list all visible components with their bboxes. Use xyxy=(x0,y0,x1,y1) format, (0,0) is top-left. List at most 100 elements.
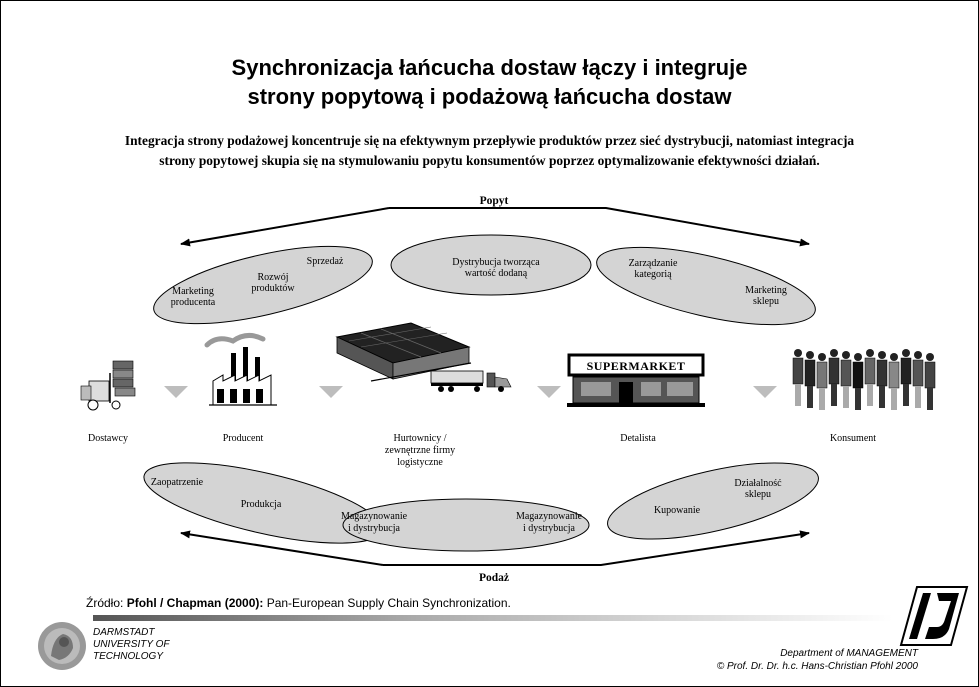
ellipse-marketing-producenta xyxy=(153,245,373,325)
person-body xyxy=(816,361,828,389)
label-dzialalnosc: Działalność xyxy=(734,478,782,489)
person-legs xyxy=(891,388,897,410)
person-head xyxy=(866,349,874,357)
demand-arrow xyxy=(389,207,810,247)
person-body xyxy=(852,361,864,389)
university-line-1: DARMSTADT xyxy=(93,627,155,638)
source-note: Źródło: Pfohl / Chapman (2000): Pan-Euro… xyxy=(86,596,511,610)
person-legs xyxy=(879,386,885,408)
person-head xyxy=(794,349,802,357)
person-legs xyxy=(903,384,909,406)
ellipse-marketing-sklepu xyxy=(596,246,816,326)
label-marketing: Marketing xyxy=(172,286,214,297)
person-head xyxy=(914,351,922,359)
person-head xyxy=(806,351,814,359)
label-dostawcy: Dostawcy xyxy=(88,433,128,444)
label-magazynowanie-2b: i dystrybucja xyxy=(523,523,575,534)
label-kategoria: kategorią xyxy=(634,269,672,280)
forklift-icon xyxy=(80,360,136,411)
label-dystrybucja-2: wartość dodaną xyxy=(465,268,528,279)
person-head xyxy=(818,353,826,361)
label-produktow: produktów xyxy=(251,283,295,294)
label-magazynowanie-2a: Magazynowanie xyxy=(516,511,583,522)
slide-subtitle: Integracja strony podażowej koncentruje … xyxy=(1,131,978,171)
label-produkcja: Produkcja xyxy=(241,499,282,510)
person-body xyxy=(900,357,912,385)
person-legs xyxy=(915,386,921,408)
label-rozwoj: Rozwój xyxy=(257,272,288,283)
person-legs xyxy=(855,388,861,410)
department-info: Department of MANAGEMENT © Prof. Dr. Dr.… xyxy=(717,647,918,673)
label-producenta: producenta xyxy=(171,297,216,308)
person-body xyxy=(924,361,936,389)
label-sklepu-2: sklepu xyxy=(745,489,771,500)
flow-triangle-3 xyxy=(537,386,561,398)
popyt-label: Popyt xyxy=(480,195,509,207)
person-body xyxy=(888,361,900,389)
department-logo-icon xyxy=(899,586,969,646)
ellipse-dystrybucja xyxy=(390,234,592,296)
podaz-label: Podaż xyxy=(479,572,509,584)
person-body xyxy=(828,357,840,385)
person-head xyxy=(878,351,886,359)
label-zarzadzanie: Zarządzanie xyxy=(629,258,678,269)
person-head xyxy=(854,353,862,361)
supply-arrow xyxy=(383,530,810,566)
warehouse-icon xyxy=(335,322,472,382)
person-legs xyxy=(843,386,849,408)
source-title: Pan-European Supply Chain Synchronizatio… xyxy=(263,596,511,610)
factory-icon xyxy=(204,333,277,406)
gradient-divider xyxy=(93,615,893,621)
person-legs xyxy=(927,388,933,410)
person-body xyxy=(876,359,888,387)
person-head xyxy=(842,351,850,359)
label-sklepu: sklepu xyxy=(753,296,779,307)
ellipse-dzialalnosc xyxy=(607,462,819,540)
label-zaopatrzenie: Zaopatrzenie xyxy=(151,477,204,488)
truck-icon xyxy=(430,370,512,392)
label-konsument: Konsument xyxy=(830,433,876,444)
university-seal-icon xyxy=(38,622,86,670)
subtitle-line-2: strony popytowej skupia się na stymulowa… xyxy=(159,153,820,168)
department-name: Department of MANAGEMENT xyxy=(780,648,918,659)
flow-triangle-2 xyxy=(319,386,343,398)
copyright: © Prof. Dr. Dr. h.c. Hans-Christian Pfoh… xyxy=(716,661,918,672)
person-body xyxy=(864,357,876,385)
label-dystrybucja-1: Dystrybucja tworząca xyxy=(452,257,540,268)
label-detalista: Detalista xyxy=(620,433,656,444)
person-legs xyxy=(819,388,825,410)
demand-arrow-left xyxy=(180,207,390,247)
supermarket-sign: SUPERMARKET xyxy=(587,359,686,373)
person-body xyxy=(804,359,816,387)
label-producent: Producent xyxy=(223,433,264,444)
slide-title: Synchronizacja łańcucha dostaw łączy i i… xyxy=(1,53,978,111)
label-marketing-2: Marketing xyxy=(745,285,787,296)
subtitle-line-1: Integracja strony podażowej koncentruje … xyxy=(124,133,855,148)
person-head xyxy=(830,349,838,357)
label-hurtownicy-1: Hurtownicy / xyxy=(393,433,446,444)
person-legs xyxy=(807,386,813,408)
person-legs xyxy=(831,384,837,406)
label-hurtownicy-2: zewnętrzne firmy xyxy=(385,445,455,456)
person-body xyxy=(912,359,924,387)
university-line-2: UNIVERSITY OF xyxy=(93,639,170,650)
supermarket-icon: SUPERMARKET xyxy=(567,353,705,407)
university-name: DARMSTADT UNIVERSITY OF TECHNOLOGY xyxy=(93,627,170,663)
person-legs xyxy=(867,384,873,406)
person-body xyxy=(792,357,804,385)
person-legs xyxy=(795,384,801,406)
flow-triangle-4 xyxy=(753,386,777,398)
label-hurtownicy-3: logistyczne xyxy=(397,457,443,468)
label-magazynowanie-1b: i dystrybucja xyxy=(348,523,400,534)
title-line-1: Synchronizacja łańcucha dostaw łączy i i… xyxy=(231,55,748,80)
person-body xyxy=(840,359,852,387)
label-kupowanie: Kupowanie xyxy=(654,505,701,516)
person-head xyxy=(926,353,934,361)
flow-triangle-1 xyxy=(164,386,188,398)
